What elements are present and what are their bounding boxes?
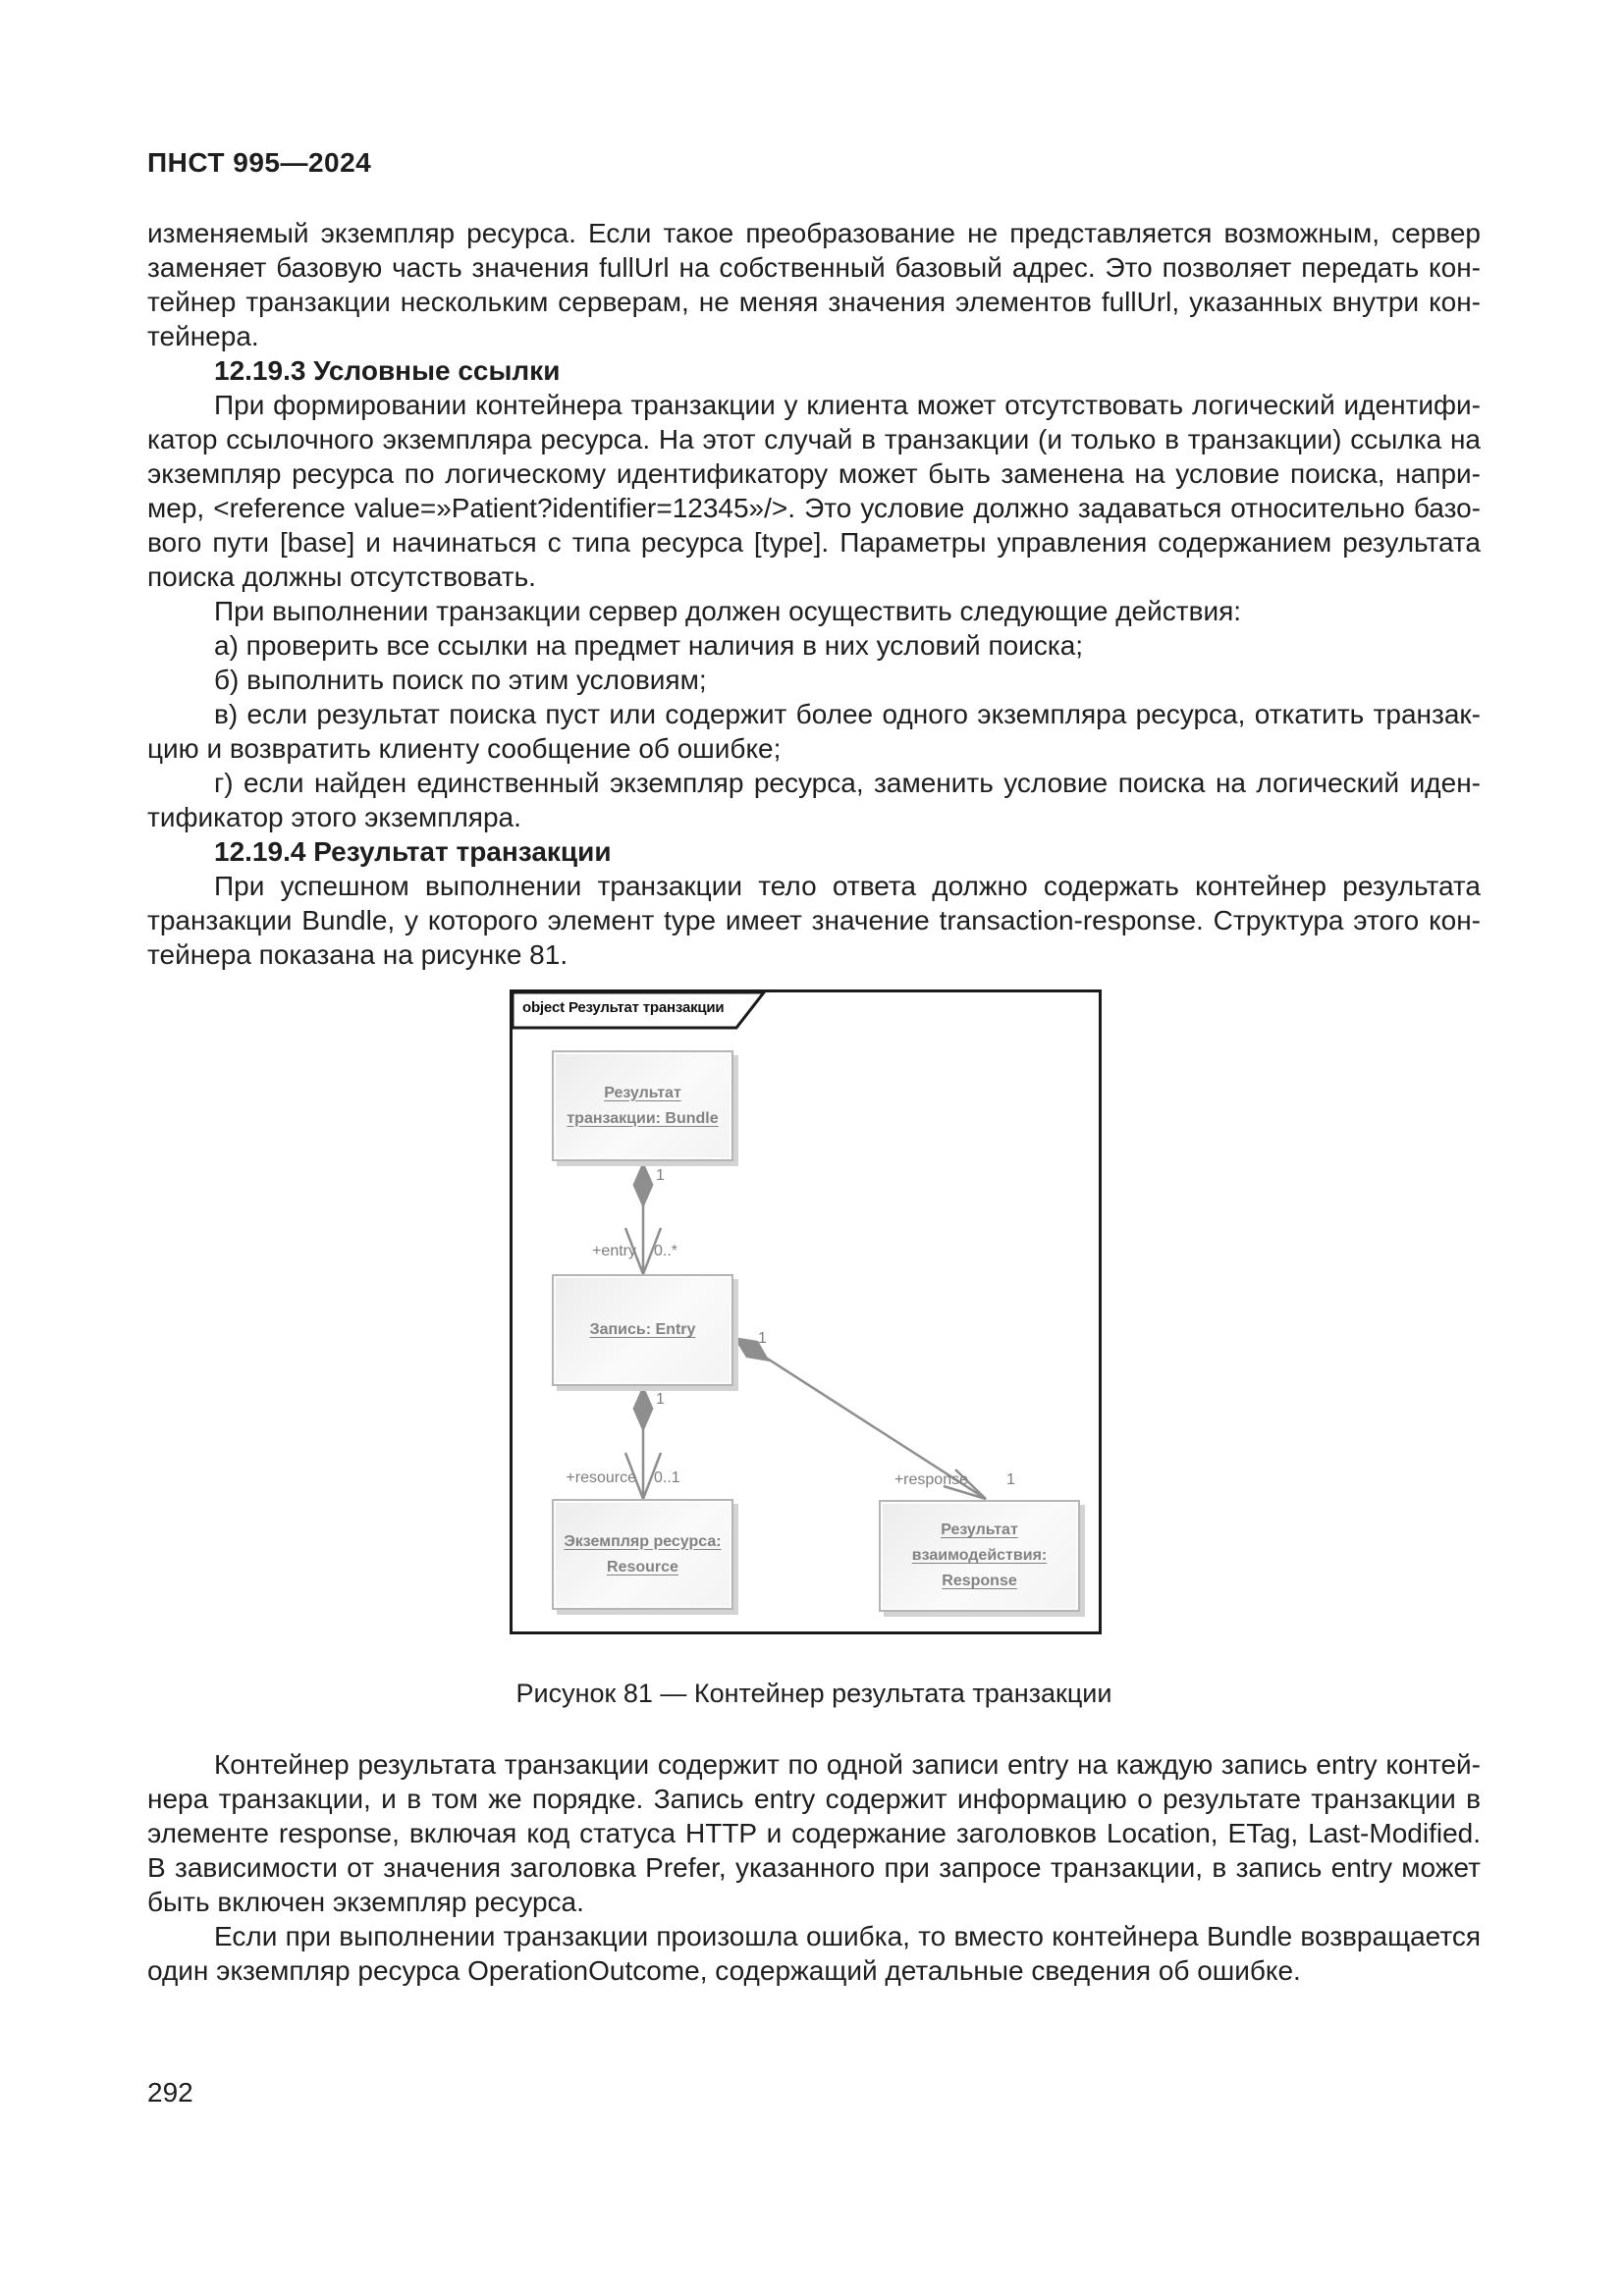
body-text-bottom: Контейнер результата транзакции содержит…	[147, 1747, 1481, 1988]
figure-81-caption: Рисунок 81 — Контейнер результата транза…	[515, 1679, 1112, 1708]
edge-entry-resource-role: +resource	[566, 1469, 636, 1486]
frame-tab-label: object Результат транзакции	[522, 999, 725, 1016]
heading-12-19-4: 12.19.4 Результат транзакции	[214, 836, 612, 867]
paragraph-fullurl: изменяемый экземпляр ресурса. Если такое…	[147, 218, 1481, 351]
list-item-g: г) если найден единственный экземпляр ре…	[147, 768, 1481, 832]
frame-tab-shape	[513, 992, 766, 1030]
figure-81-uml-frame: object Результат транзакции Результат тр…	[510, 989, 1102, 1634]
edge-bundle-entry-target-multiplicity: 0..*	[654, 1243, 678, 1259]
uml-object-response: Результат взаимодействия: Response	[879, 1500, 1080, 1612]
edge-bundle-entry-source-multiplicity: 1	[656, 1167, 665, 1184]
uml-object-entry: Запись: Entry	[552, 1274, 733, 1386]
edge-entry-response-line	[765, 1356, 987, 1501]
uml-object-response-label: Результат взаимодействия: Response	[911, 1522, 1048, 1589]
edge-entry-response-role: +response	[893, 1471, 968, 1488]
edge-bundle-entry-role: +entry	[592, 1243, 636, 1259]
heading-12-19-3: 12.19.3 Условные ссылки	[214, 355, 561, 386]
edge-entry-resource-source-multiplicity: 1	[656, 1391, 665, 1408]
body-text-top: изменяемый экземпляр ресурса. Если такое…	[147, 216, 1481, 972]
edge-entry-response-source-multiplicity: 1	[758, 1330, 767, 1347]
edge-entry-response-target-multiplicity: 1	[1006, 1471, 1015, 1488]
paragraph-error-outcome: Если при выполнении транзакции произошла…	[147, 1921, 1481, 1986]
list-item-b: б) выполнить поиск по этим условиям;	[214, 665, 707, 695]
uml-connectors-canvas	[513, 992, 987, 1503]
uml-object-resource-label: Экземпляр ресурса: Resource	[564, 1532, 722, 1575]
list-item-a: а) проверить все ссылки на предмет налич…	[214, 630, 1084, 661]
uml-object-bundle: Результат транзакции: Bundle	[552, 1050, 733, 1161]
paragraph-conditional-refs: При формировании контейнера транзакции у…	[147, 390, 1481, 592]
edge-entry-response-arrowhead	[943, 1468, 987, 1501]
uml-object-bundle-label: Результат транзакции: Bundle	[567, 1084, 719, 1127]
page-number: 292	[147, 2077, 193, 2108]
list-item-v: в) если результат поиска пуст или содерж…	[147, 699, 1481, 764]
doc-code-header: ПНСТ 995—2024	[147, 147, 372, 178]
paragraph-result-container: Контейнер результата транзакции содержит…	[147, 1749, 1481, 1917]
uml-object-entry-label: Запись: Entry	[589, 1321, 696, 1338]
paragraph-transaction-result: При успешном выполнении транзакции тело …	[147, 871, 1481, 970]
edge-entry-resource-target-multiplicity: 0..1	[654, 1469, 680, 1486]
composition-diamond-entry-resource	[632, 1385, 654, 1432]
composition-diamond-entry-response	[733, 1337, 770, 1362]
uml-object-resource: Экземпляр ресурса: Resource	[552, 1499, 733, 1610]
paragraph-server-actions: При выполнении транзакции сервер должен …	[214, 596, 1242, 626]
composition-diamond-bundle	[632, 1161, 654, 1208]
